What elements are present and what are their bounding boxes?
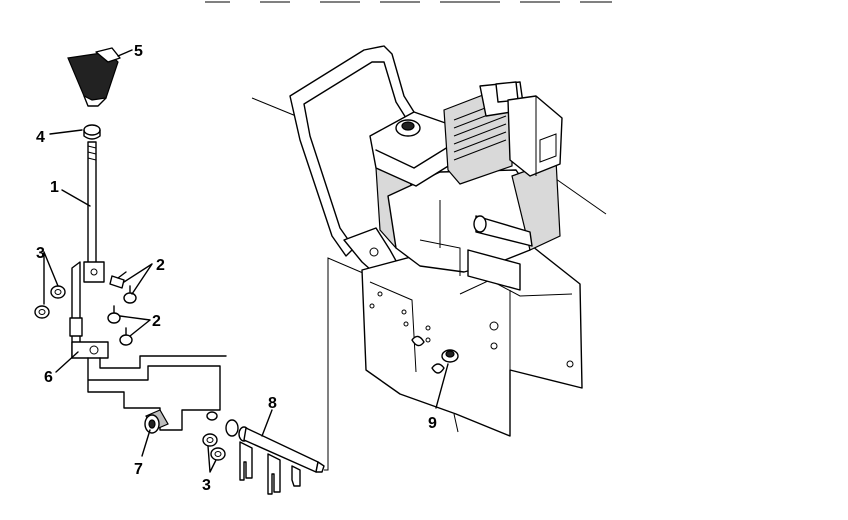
callout-1: 1 — [50, 179, 59, 196]
callout-8: 8 — [268, 395, 277, 412]
shift-bracket — [69, 261, 109, 359]
leader-left — [251, 97, 297, 117]
screw-lower-2 — [119, 327, 133, 346]
callout-2-lower: 2 — [152, 313, 161, 330]
leader-bottom — [453, 413, 459, 433]
callout-4: 4 — [36, 129, 45, 146]
phantom-connector — [324, 257, 371, 471]
linkage-stem — [99, 355, 227, 369]
nut-lower-left — [34, 305, 50, 319]
rod-clamp — [83, 261, 105, 283]
engine-assembly — [251, 45, 607, 437]
shift-lever-assembly — [34, 47, 371, 495]
callout-3-bottom: 3 — [202, 477, 211, 494]
engine-block — [375, 149, 561, 291]
callout-6: 6 — [44, 369, 53, 386]
screw-lower-1 — [107, 305, 121, 324]
rod-clamp-hole — [90, 268, 98, 276]
washer — [441, 349, 459, 363]
callout-3-left: 3 — [36, 245, 45, 262]
lever-nut — [83, 124, 101, 140]
shift-knob — [67, 47, 121, 107]
screw-upper-2 — [123, 285, 137, 304]
callout-7: 7 — [134, 461, 143, 478]
linkage-outline — [87, 357, 221, 431]
screw-upper-1 — [109, 271, 127, 289]
callout-9: 9 — [428, 415, 437, 432]
nut-upper-left — [50, 285, 66, 299]
leader-lines — [43, 49, 449, 473]
nut-bottom-2 — [210, 447, 226, 461]
nut-bottom-3 — [206, 411, 218, 421]
callout-labels: 5 4 1 3 2 2 6 7 3 8 9 — [36, 43, 437, 494]
callout-2-upper: 2 — [156, 257, 165, 274]
nut-bottom-1 — [202, 433, 218, 447]
callout-5: 5 — [134, 43, 143, 60]
muffler-housing — [507, 95, 563, 177]
bushing — [144, 409, 169, 434]
mounting-plate — [361, 229, 583, 437]
shift-shaft — [225, 419, 325, 495]
